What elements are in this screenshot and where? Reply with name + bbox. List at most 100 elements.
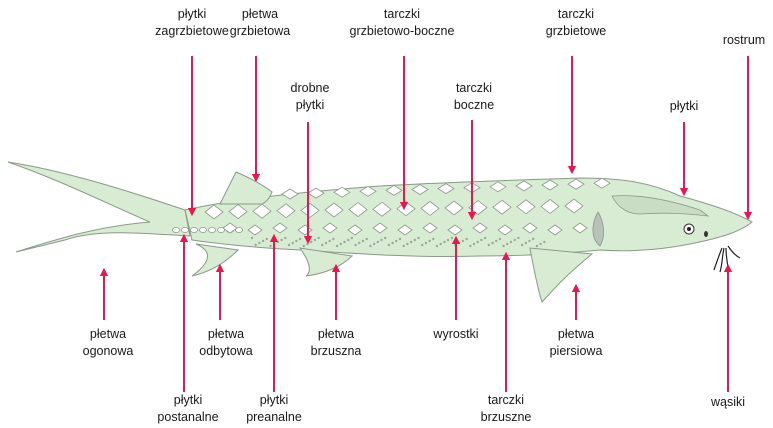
label-line: piersiowa: [550, 343, 603, 360]
small-plate-dot: [255, 244, 257, 246]
small-plate-dot: [521, 244, 523, 246]
label-line: płytki: [157, 392, 218, 409]
small-plate-dot: [262, 240, 264, 242]
small-plate-dot: [491, 242, 493, 244]
small-plate-dot: [465, 238, 467, 240]
small-plate-dot: [295, 240, 297, 242]
label-pletwa-piersiowa: płetwa piersiowa: [550, 326, 603, 360]
label-plytki-zagrzbietowe: płytki zagrzbietowe: [155, 6, 229, 40]
label-line: płetwa: [83, 326, 134, 343]
small-plate-dot: [536, 245, 538, 247]
label-line: ogonowa: [83, 343, 134, 360]
label-rostrum: rostrum: [723, 32, 765, 49]
small-plate-dot: [506, 243, 508, 245]
label-line: postanalne: [157, 409, 218, 426]
small-plate-dot: [406, 243, 408, 245]
pectoral-fin: [530, 248, 592, 302]
small-plate-dot: [347, 239, 349, 241]
small-plate-dot: [440, 243, 442, 245]
small-plate-dot: [532, 238, 534, 240]
small-plate-dot: [414, 239, 416, 241]
small-plate-dot: [280, 239, 282, 241]
pupil: [687, 227, 691, 231]
small-plate-dot: [343, 241, 345, 243]
label-line: płetwa: [311, 326, 362, 343]
label-tarczki-boczne: tarczki boczne: [454, 80, 494, 114]
small-plate-dot: [391, 242, 393, 244]
small-plate-dot: [277, 241, 279, 243]
label-line: brzuszna: [311, 343, 362, 360]
nostril: [704, 231, 708, 237]
label-pletwa-grzbietowa: płetwa grzbietowa: [230, 6, 290, 40]
small-plate-dot: [354, 244, 356, 246]
label-plytki-preanalne: płytki preanalne: [246, 392, 302, 426]
label-line: drobne: [291, 80, 330, 97]
small-plate-dot: [369, 245, 371, 247]
small-plate-dot: [251, 237, 253, 239]
small-plate-dot: [266, 238, 268, 240]
label-tarczki-brzuszne: tarczki brzuszne: [481, 392, 532, 426]
label-line: płetwa: [550, 326, 603, 343]
small-plate-dot: [332, 238, 334, 240]
small-plate-dot: [528, 240, 530, 242]
small-plate-dot: [303, 245, 305, 247]
small-plate-dot: [310, 241, 312, 243]
label-line: płetwa: [199, 326, 253, 343]
small-plate-dot: [306, 243, 308, 245]
small-plate-dot: [432, 238, 434, 240]
small-plate-dot: [399, 238, 401, 240]
label-line: tarczki: [481, 392, 532, 409]
small-plate-dot: [488, 244, 490, 246]
small-plate-dot: [469, 245, 471, 247]
small-plate-dot: [480, 239, 482, 241]
label-pletwa-odbytowa: płetwa odbytowa: [199, 326, 253, 360]
plate: [173, 227, 180, 232]
small-plate-dot: [458, 242, 460, 244]
label-drobne-plytki: drobne płytki: [291, 80, 330, 114]
label-line: preanalne: [246, 409, 302, 426]
label-tarczki-grzbietowe: tarczki grzbietowe: [546, 6, 606, 40]
small-plate-dot: [321, 244, 323, 246]
small-plate-dot: [299, 238, 301, 240]
small-plate-dot: [473, 243, 475, 245]
sturgeon-fish-illustration: [8, 162, 752, 302]
label-line: grzbietowa: [230, 23, 290, 40]
small-plate-dot: [436, 245, 438, 247]
small-plate-dot: [340, 243, 342, 245]
label-plytki: płytki: [670, 98, 698, 115]
label-line: wąsiki: [711, 394, 745, 411]
small-plate-dot: [525, 242, 527, 244]
small-plate-dot: [410, 241, 412, 243]
small-plate-dot: [269, 245, 271, 247]
plate: [200, 227, 207, 232]
small-plate-dot: [403, 245, 405, 247]
small-plate-dot: [292, 242, 294, 244]
label-tarczki-grzbietowo-boczne: tarczki grzbietowo-boczne: [350, 6, 455, 40]
small-plate-dot: [514, 239, 516, 241]
small-plate-dot: [499, 238, 501, 240]
small-plate-dot: [336, 245, 338, 247]
label-line: odbytowa: [199, 343, 253, 360]
small-plate-dot: [517, 237, 519, 239]
label-plytki-postanalne: płytki postanalne: [157, 392, 218, 426]
label-line: rostrum: [723, 32, 765, 49]
label-pletwa-brzuszna: płetwa brzuszna: [311, 326, 362, 360]
dorsal-fin: [220, 172, 272, 204]
label-line: płytki: [291, 97, 330, 114]
small-plate-dot: [425, 242, 427, 244]
anal-fin: [192, 244, 238, 276]
small-plate-dot: [329, 240, 331, 242]
small-plate-dot: [373, 243, 375, 245]
small-plate-dot: [351, 237, 353, 239]
plate: [182, 227, 189, 232]
label-line: płytki: [670, 98, 698, 115]
label-line: grzbietowo-boczne: [350, 23, 455, 40]
small-plate-dot: [495, 240, 497, 242]
small-plate-dot: [377, 241, 379, 243]
small-plate-dot: [314, 239, 316, 241]
small-plate-dot: [362, 240, 364, 242]
small-plate-dot: [462, 240, 464, 242]
label-line: grzbietowe: [546, 23, 606, 40]
small-plate-dot: [543, 241, 545, 243]
